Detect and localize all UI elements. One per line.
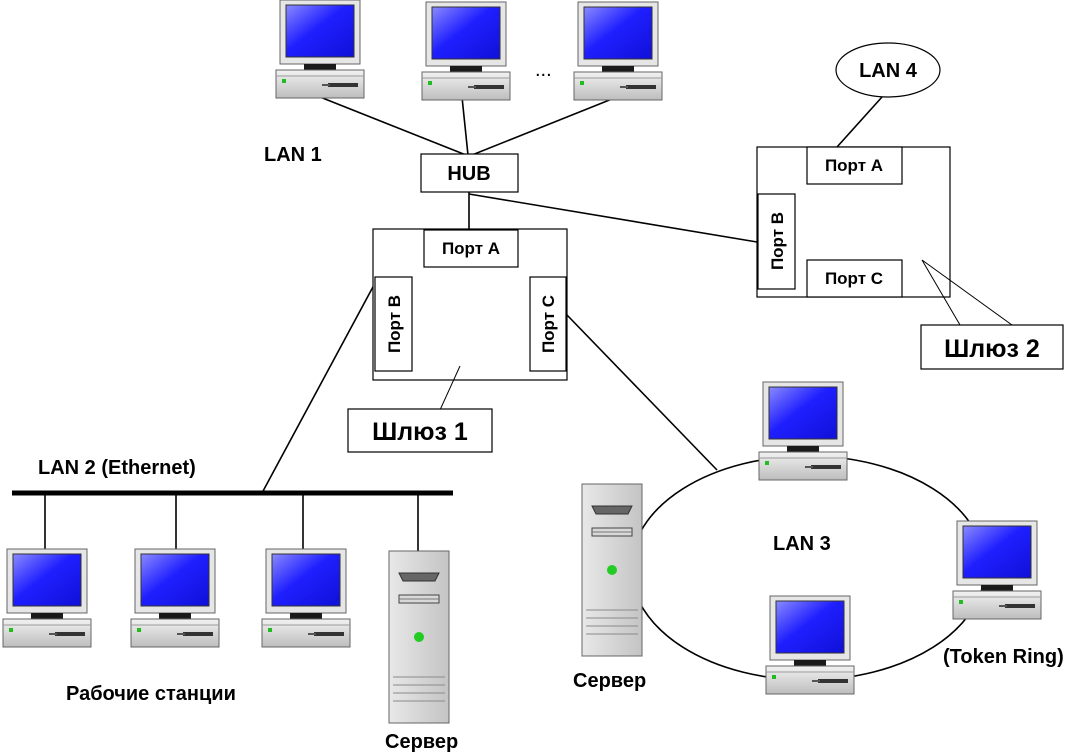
workstations-label: Рабочие станции: [66, 683, 236, 705]
gateway2-port-b-label: Порт B: [768, 212, 787, 270]
lan3-server: [581, 483, 643, 657]
gateway2-port-c-label: Порт C: [825, 269, 883, 288]
hub-box: [420, 153, 519, 193]
token-ring-label: (Token Ring): [943, 646, 1064, 668]
lan3-workstation-right: [952, 520, 1042, 620]
lan2-server-label: Сервер: [385, 731, 458, 753]
gateway1-port-c-label: Порт C: [539, 295, 558, 353]
connection-lines: [12, 96, 883, 553]
lan3-label: LAN 3: [773, 533, 831, 555]
gateway2: Порт A Порт B Порт C: [756, 146, 1022, 326]
gateway1: Порт A Порт B Порт C: [372, 228, 568, 411]
gateway1-port-b-label: Порт B: [385, 295, 404, 353]
gateway2-port-b-box: [757, 193, 796, 290]
gateway1-port-a-label: Порт A: [442, 239, 500, 258]
lan2-label: LAN 2 (Ethernet): [38, 457, 196, 479]
lan1-workstation-2: [421, 1, 511, 101]
lan2-workstation-2: [130, 548, 220, 648]
lan4-ellipse: [835, 42, 941, 98]
lan3-workstation-top: [758, 381, 848, 481]
ellipsis-label: ...: [535, 59, 552, 81]
gateway1-port-c-box: [529, 276, 567, 372]
gateway2-port-a-box: [806, 146, 903, 185]
lan2-workstation-1: [2, 548, 92, 648]
lan1-label: LAN 1: [264, 144, 322, 166]
lan2-server: [388, 550, 450, 724]
lan1-workstation-1: [275, 0, 365, 99]
lan1-workstation-3: [573, 1, 663, 101]
lan3-server-label: Сервер: [573, 670, 646, 692]
gateway2-name: Шлюз 2: [944, 335, 1040, 363]
lan2-workstation-3: [261, 548, 351, 648]
gateway2-port-c-box: [806, 259, 903, 298]
gateway2-name-box: [920, 324, 1064, 370]
lan4-label: LAN 4: [859, 60, 918, 82]
lan3-workstation-bottom: [765, 595, 855, 695]
hub-label: HUB: [447, 163, 490, 185]
gateway2-port-a-label: Порт A: [825, 156, 883, 175]
gateway1-name: Шлюз 1: [372, 418, 468, 446]
gateway1-port-b-box: [374, 276, 413, 372]
gateway1-name-box: [347, 408, 493, 453]
gateway1-port-a-box: [423, 229, 519, 268]
